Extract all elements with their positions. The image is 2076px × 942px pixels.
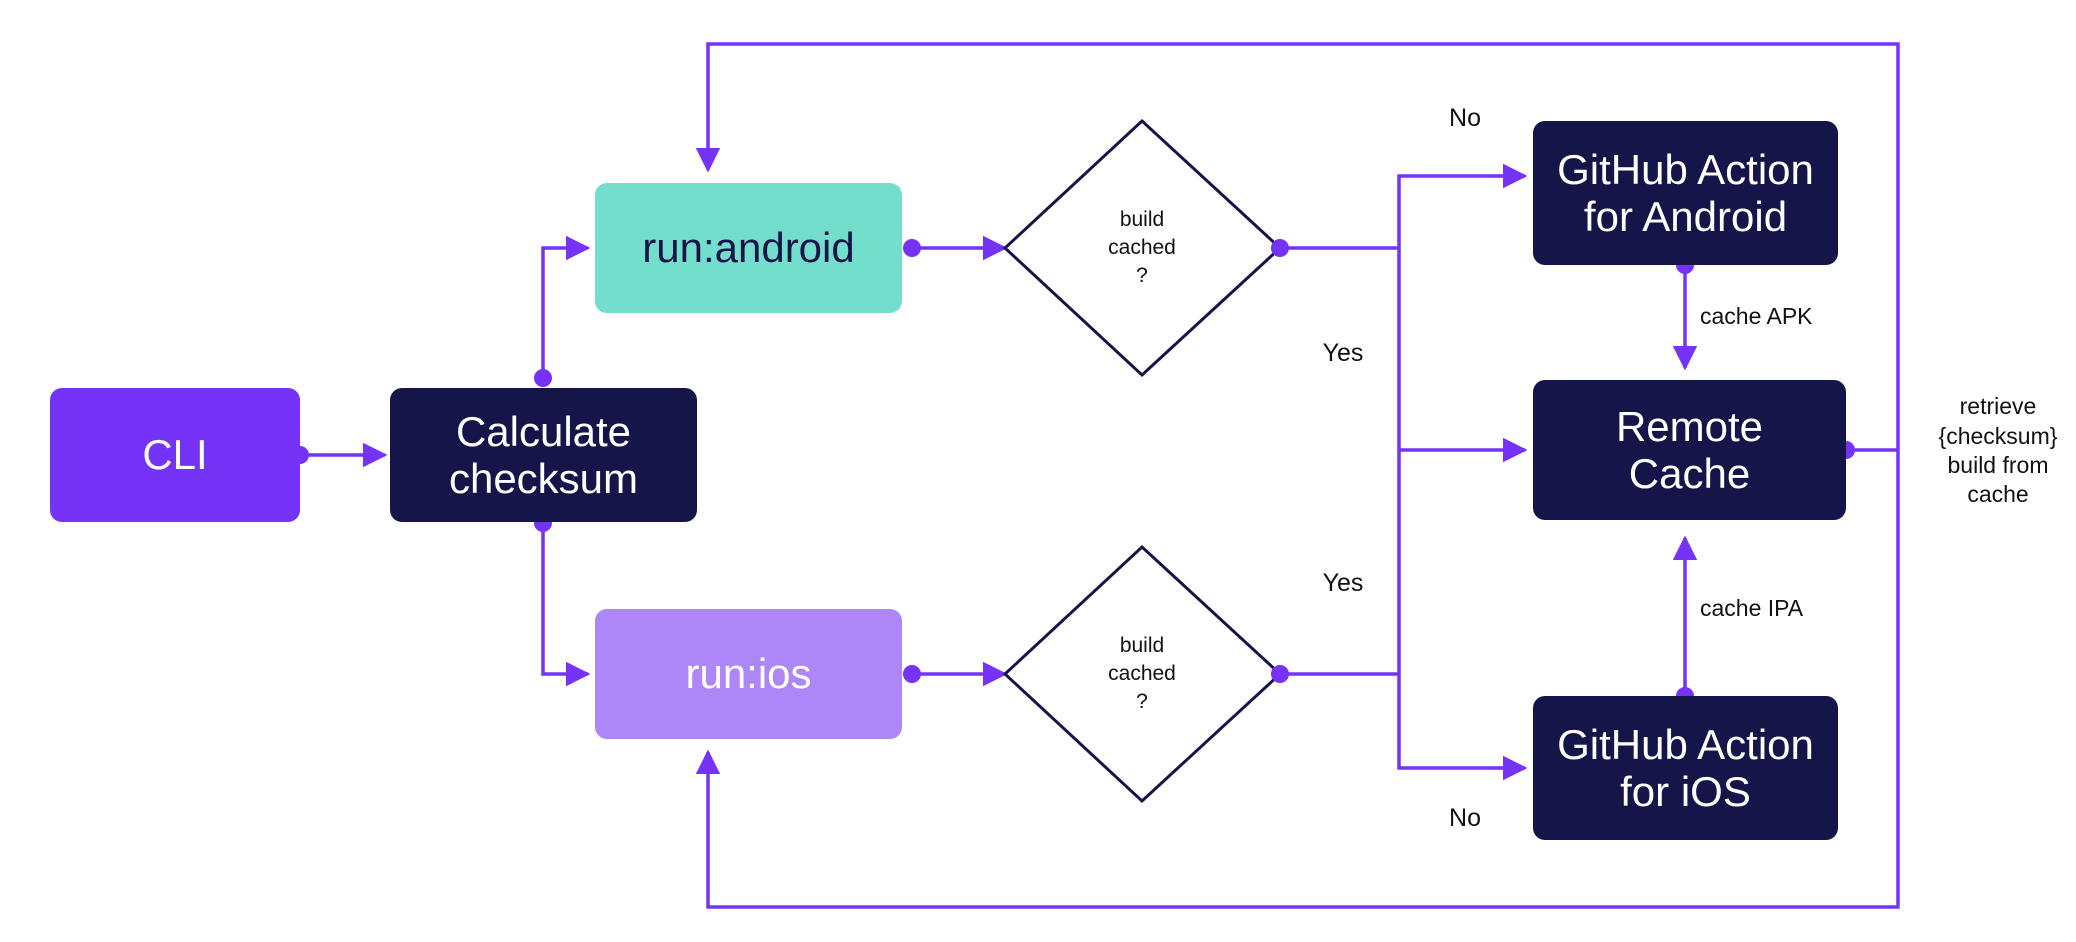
node-remote-cache[interactable]: Remote Cache <box>1533 380 1846 520</box>
edge-label-ios-yes: Yes <box>1295 565 1391 601</box>
edge-label-cache-apk: cache APK <box>1700 300 1910 334</box>
edge-label-android-yes: Yes <box>1295 335 1391 371</box>
edge-loop-bottom-to-run-ios <box>695 450 1900 909</box>
edge-label-cache-apk-text: cache APK <box>1700 303 1813 330</box>
edge-label-retrieve-from-cache: retrieve {checksum} build from cache <box>1920 385 2076 517</box>
edge-decision-ios-no <box>1397 674 1528 781</box>
edge-label-cache-ipa: cache IPA <box>1700 592 1910 626</box>
decision-ios-diamond <box>1002 544 1283 804</box>
node-decision-ios-label: build cached ? <box>1108 634 1176 713</box>
node-run-ios-label: run:ios <box>685 650 812 698</box>
edge-label-ios-no-text: No <box>1449 804 1481 832</box>
edge-decision-android-yes <box>1397 248 1528 463</box>
node-decision-android[interactable]: build cached ? <box>1062 200 1222 296</box>
node-decision-ios[interactable]: build cached ? <box>1062 626 1222 722</box>
dot-checksum-top <box>534 369 552 387</box>
node-run-android[interactable]: run:android <box>595 183 902 313</box>
node-cli-label: CLI <box>142 431 208 479</box>
dot-decision-ios-out <box>1271 665 1289 683</box>
edge-checksum-to-run-android <box>541 235 591 378</box>
dot-decision-android-out <box>1271 239 1289 257</box>
node-github-action-ios-label: GitHub Action for iOS <box>1557 720 1814 815</box>
node-github-action-android[interactable]: GitHub Action for Android <box>1533 121 1838 265</box>
edge-label-ios-no: No <box>1420 800 1510 836</box>
decision-android-diamond <box>1002 118 1283 378</box>
node-decision-android-label: build cached ? <box>1108 208 1176 287</box>
node-github-action-ios[interactable]: GitHub Action for iOS <box>1533 696 1838 840</box>
dot-run-android-out <box>903 239 921 257</box>
edge-label-android-no: No <box>1420 100 1510 136</box>
edge-checksum-to-run-ios <box>541 523 591 687</box>
node-run-ios[interactable]: run:ios <box>595 609 902 739</box>
node-cli[interactable]: CLI <box>50 388 300 522</box>
dot-run-ios-out <box>903 665 921 683</box>
edge-label-android-no-text: No <box>1449 104 1481 132</box>
edge-label-ios-yes-text: Yes <box>1322 569 1364 597</box>
node-remote-cache-label: Remote Cache <box>1615 402 1764 497</box>
node-github-action-android-label: GitHub Action for Android <box>1557 145 1814 240</box>
node-calculate-checksum-label: Calculate checksum <box>448 407 639 502</box>
node-calculate-checksum[interactable]: Calculate checksum <box>390 388 697 522</box>
edge-label-android-yes-text: Yes <box>1322 339 1364 367</box>
edge-label-cache-ipa-text: cache IPA <box>1700 595 1804 622</box>
edge-label-retrieve-from-cache-text: retrieve {checksum} build from cache <box>1938 393 2058 508</box>
edge-decision-android-no <box>1280 163 1528 250</box>
edge-loop-top-to-run-android <box>695 42 1900 450</box>
node-run-android-label: run:android <box>642 224 855 272</box>
